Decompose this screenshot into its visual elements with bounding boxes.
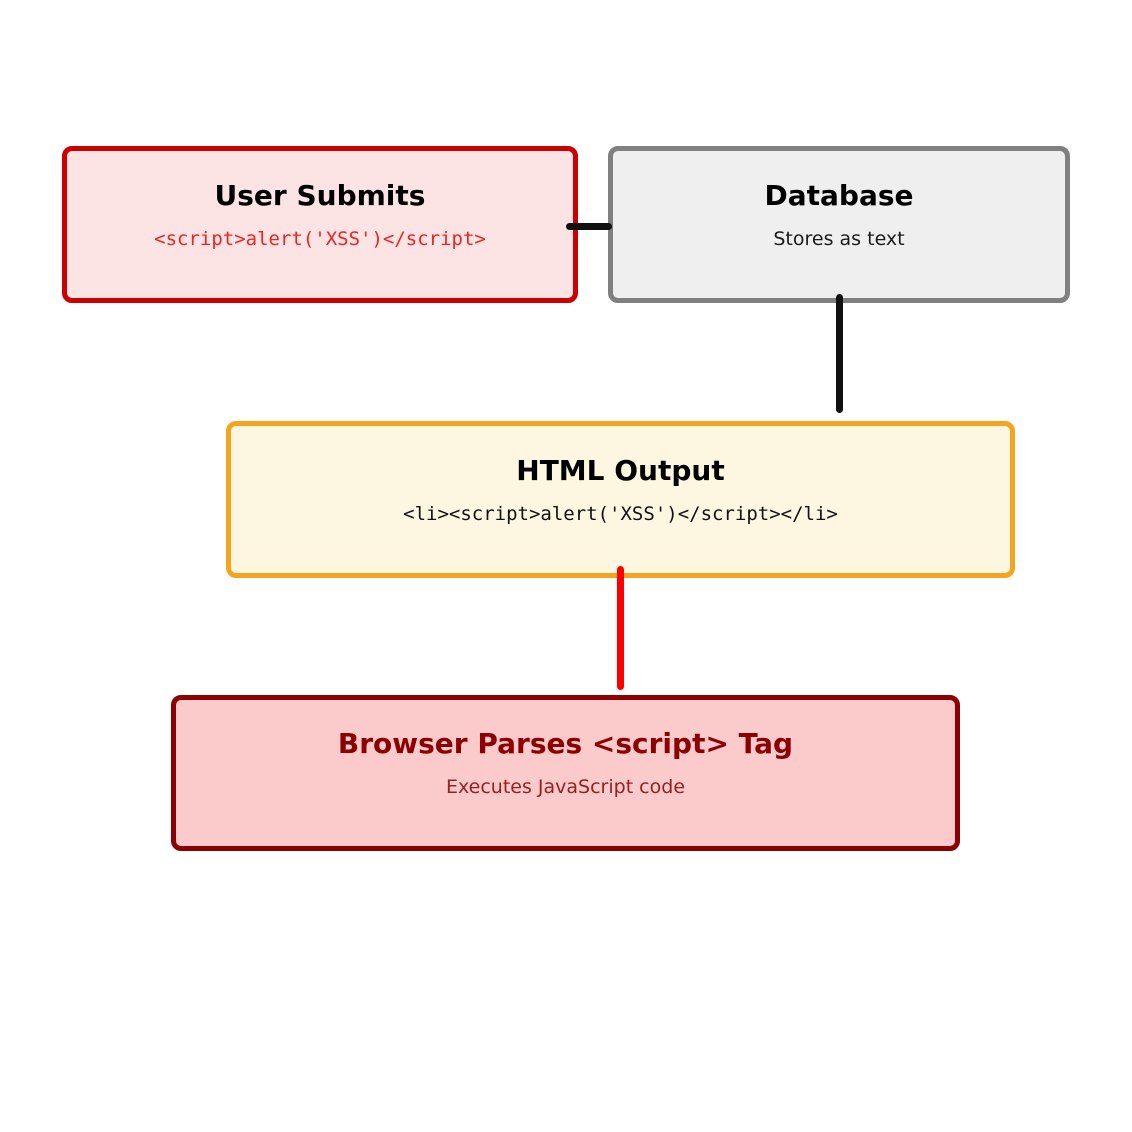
node-browser-parses-subtitle: Executes JavaScript code (445, 776, 686, 798)
node-user-submits: User Submits <script>alert('XSS')</scrip… (62, 146, 578, 303)
node-html-output-code: <li><script>alert('XSS')</script></li> (403, 502, 838, 525)
connector-database-to-html-output (836, 294, 843, 413)
node-database-subtitle: Stores as text (773, 227, 905, 250)
connector-html-output-to-browser (617, 566, 624, 690)
node-user-submits-code: <script>alert('XSS')</script> (154, 227, 486, 250)
node-database-title: Database (764, 178, 914, 212)
node-user-submits-title: User Submits (214, 178, 426, 212)
connector-user-to-database (566, 223, 612, 230)
node-html-output-title: HTML Output (516, 453, 725, 487)
node-database: Database Stores as text (608, 146, 1070, 303)
node-browser-parses-title: Browser Parses <script> Tag (337, 727, 794, 760)
node-browser-parses: Browser Parses <script> Tag Executes Jav… (171, 695, 960, 851)
node-html-output: HTML Output <li><script>alert('XSS')</sc… (226, 421, 1015, 578)
